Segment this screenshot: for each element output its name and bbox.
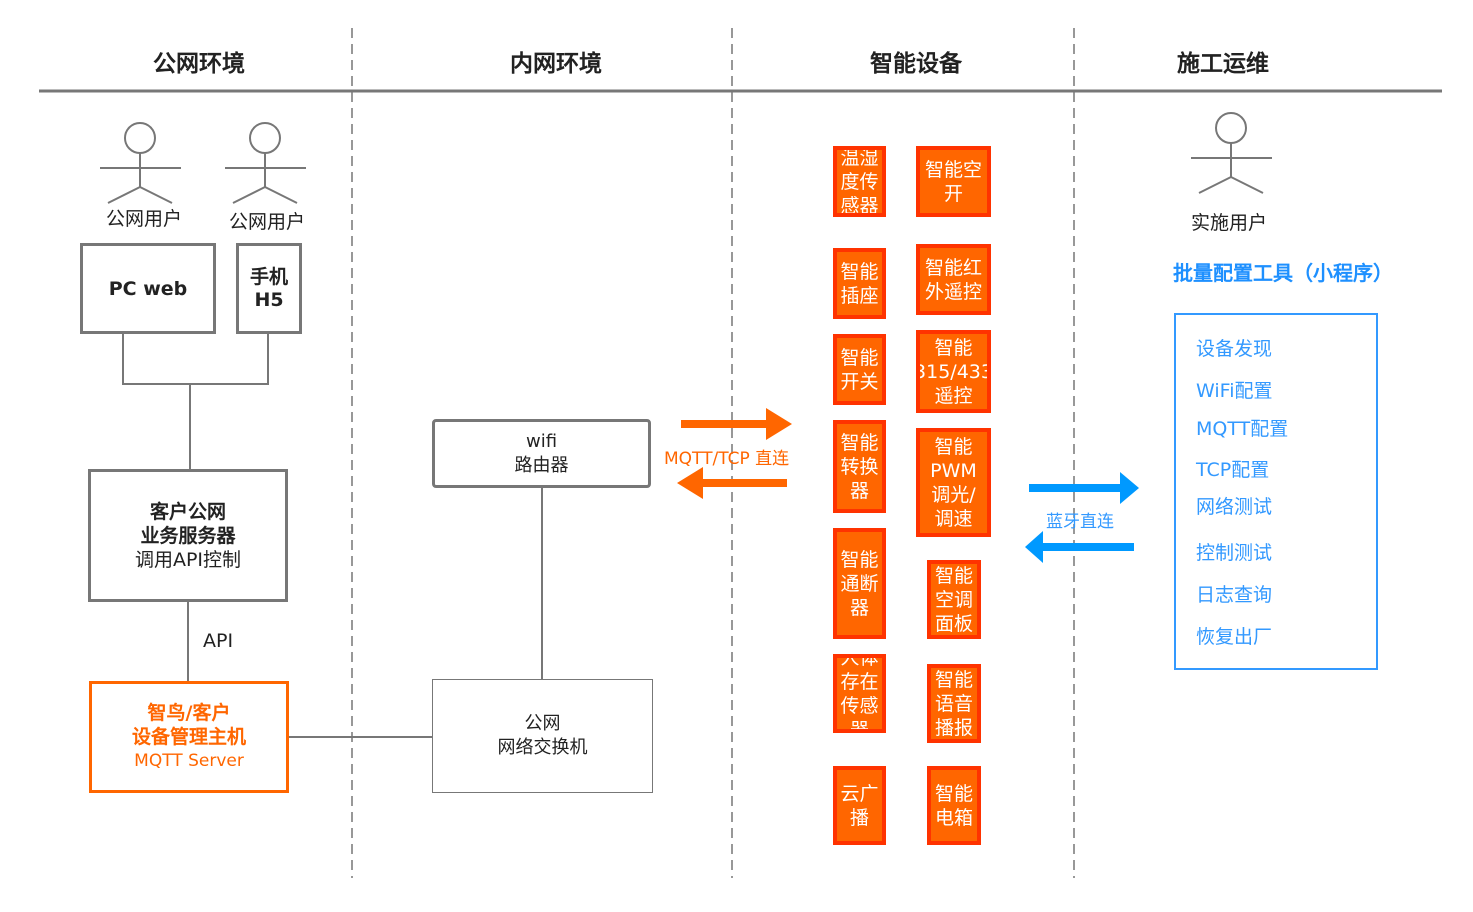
device-cloud-broadcast: 云广播: [833, 766, 886, 845]
user-icon: [1191, 112, 1272, 194]
network-switch-box: 公网 网络交换机: [432, 679, 653, 793]
column-title-public: 公网环境: [153, 51, 245, 77]
tool-item-control-test: 控制测试: [1196, 542, 1273, 564]
pc-web-box: PC web: [80, 243, 216, 334]
public-user-label: 公网用户: [106, 208, 183, 230]
business-server-box: 客户公网 业务服务器 调用API控制: [88, 469, 288, 602]
server-title: 客户公网: [149, 500, 226, 523]
router-label: 路由器: [514, 454, 569, 476]
tool-item-factory-reset: 恢复出厂: [1196, 626, 1273, 648]
column-title-devices: 智能设备: [870, 51, 962, 77]
switch-label: 公网: [524, 713, 561, 734]
tool-item-device-discovery: 设备发现: [1196, 338, 1273, 360]
wifi-router-box: wifi 路由器: [432, 419, 651, 488]
column-title-intranet: 内网环境: [510, 51, 602, 77]
device-ac-panel: 智能空调面板: [927, 560, 981, 639]
arrow-left-icon: [1042, 543, 1134, 551]
mqtt-link-label: MQTT/TCP 直连: [664, 449, 790, 469]
router-label: wifi: [525, 430, 558, 452]
arrow-right-icon: [1029, 484, 1121, 492]
host-subtitle: MQTT Server: [134, 751, 244, 771]
mobile-label: 手机: [249, 265, 288, 288]
tool-item-mqtt-config: MQTT配置: [1196, 418, 1289, 440]
user-icon: [100, 122, 181, 204]
h5-label: H5: [254, 288, 284, 311]
user-icon: [225, 122, 306, 204]
tool-item-network-test: 网络测试: [1196, 496, 1273, 518]
device-presence-sensor: 人体存在传感器: [833, 654, 886, 733]
arrow-left-icon: [700, 479, 787, 487]
mqtt-host-box: 智鸟/客户 设备管理主机 MQTT Server: [89, 681, 289, 793]
api-label: API: [203, 630, 234, 652]
mqtt-arrows: [677, 408, 792, 499]
tool-item-tcp-config: TCP配置: [1196, 459, 1270, 481]
bluetooth-link-label: 蓝牙直连: [1046, 512, 1114, 532]
device-voice-broadcast: 智能语音播报: [927, 664, 981, 743]
tool-item-wifi-config: WiFi配置: [1196, 380, 1273, 402]
device-smart-switch: 智能开关: [833, 334, 886, 405]
server-title: 业务服务器: [140, 524, 236, 547]
tool-item-log-query: 日志查询: [1196, 584, 1273, 606]
device-temp-humidity-sensor: 温湿度传感器: [833, 146, 886, 217]
device-pwm-dimmer: 智能PWM调光/调速: [916, 428, 991, 537]
tool-title: 批量配置工具（小程序）: [1173, 261, 1393, 285]
device-smart-breaker: 智能通断器: [833, 528, 886, 639]
tool-box: [1174, 313, 1378, 670]
host-title: 智鸟/客户: [147, 702, 231, 724]
device-smart-air-switch: 智能空开: [916, 146, 991, 217]
device-ir-remote: 智能红外遥控: [916, 244, 991, 315]
pc-web-label: PC web: [108, 277, 188, 300]
arrow-right-icon: [681, 420, 769, 428]
device-smart-socket: 智能插座: [833, 248, 886, 319]
column-title-ops: 施工运维: [1177, 51, 1269, 77]
ops-user-label: 实施用户: [1191, 212, 1268, 234]
host-title: 设备管理主机: [131, 726, 246, 748]
server-subtitle: 调用API控制: [134, 548, 242, 571]
bluetooth-arrows: [1025, 472, 1139, 563]
switch-label: 网络交换机: [497, 737, 588, 758]
device-smart-distribution-box: 智能电箱: [927, 766, 981, 845]
device-smart-converter: 智能转换器: [833, 420, 886, 513]
device-rf-remote: 智能315/433遥控: [916, 330, 991, 413]
link-lines: [122, 333, 543, 738]
public-user-label: 公网用户: [229, 211, 306, 233]
